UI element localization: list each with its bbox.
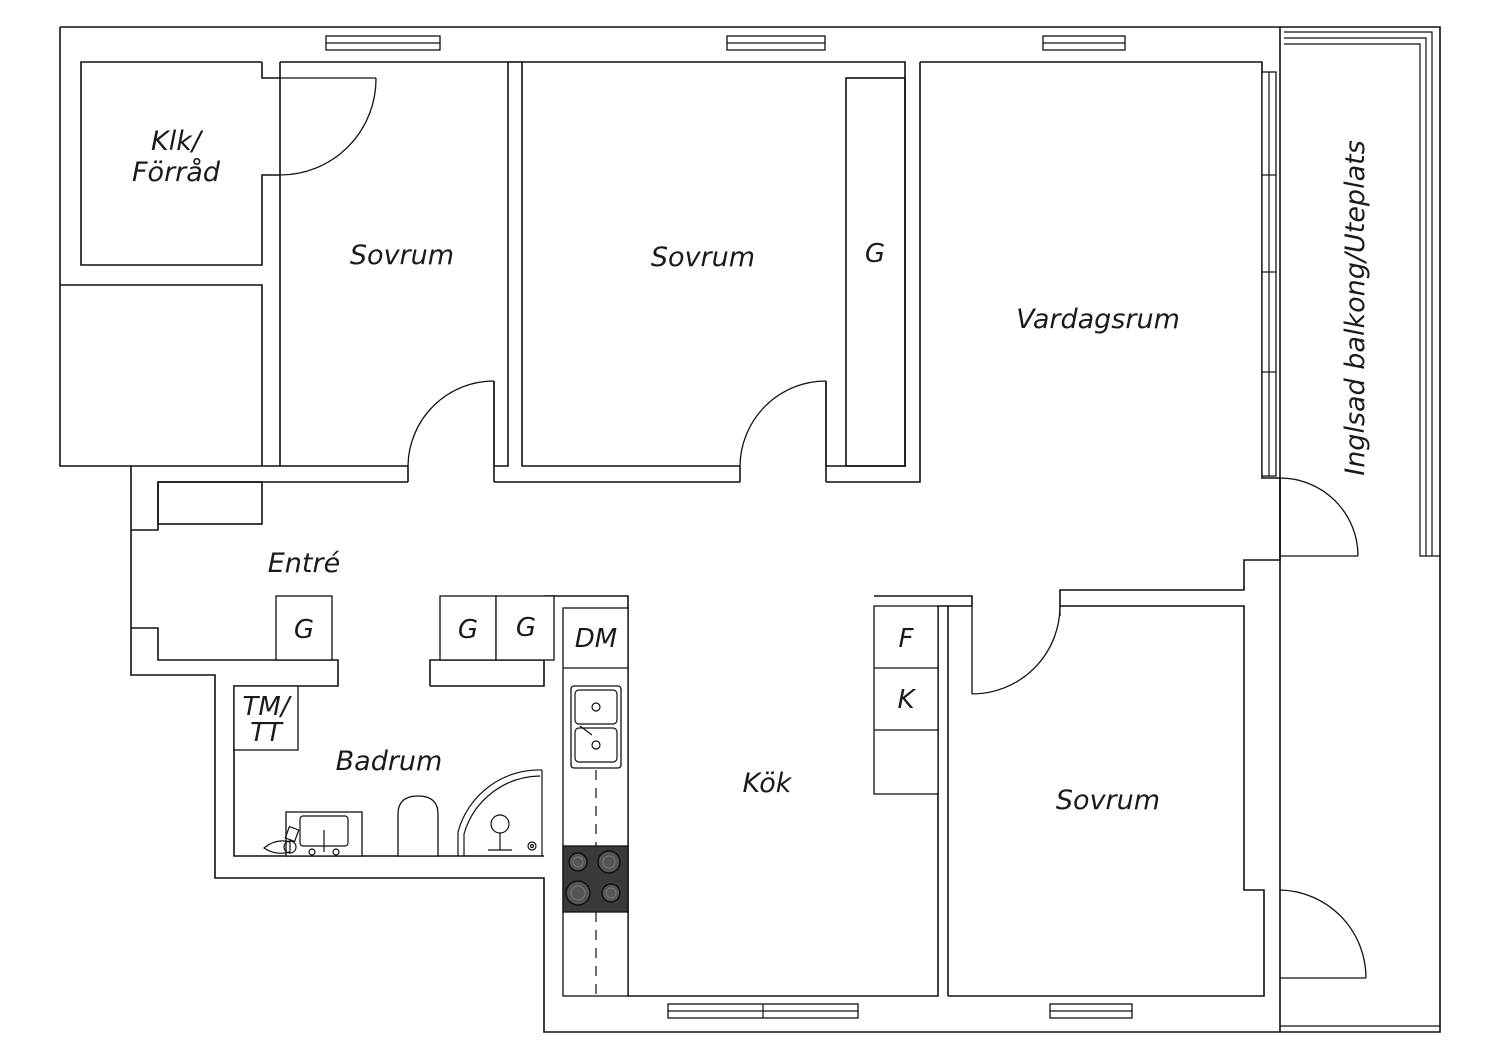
kitchen-label: Kök	[743, 768, 793, 799]
closet-room	[80, 61, 280, 266]
door-bedroom-2	[739, 380, 827, 467]
door-bedroom-1	[407, 380, 495, 467]
corridor-walls	[131, 62, 921, 661]
window-bedroom-1	[325, 35, 441, 51]
closet-label-line-1: Klk/	[151, 126, 204, 157]
laundry-label-line-1: TM/	[242, 692, 292, 722]
window-bedroom-3	[1049, 1003, 1133, 1019]
window-kitchen	[667, 1003, 859, 1019]
bedroom-1-label: Sovrum	[350, 240, 454, 271]
shower	[457, 769, 543, 856]
bedroom-1-walls	[279, 61, 509, 482]
window-bedroom-2	[726, 35, 826, 51]
door-balcony-2	[1279, 889, 1367, 979]
window-living-room	[1042, 35, 1126, 51]
entrance-label: Entré	[268, 548, 340, 579]
door-closet	[279, 77, 377, 176]
outer-walls	[59, 26, 1441, 1033]
entrance-wardrobes	[275, 595, 555, 661]
bedroom-2-label: Sovrum	[651, 242, 755, 273]
freezer-label: K	[897, 685, 916, 715]
door-balcony-1	[1279, 477, 1359, 557]
bathroom-label: Badrum	[336, 746, 443, 777]
wardrobe-label-bedroom-2: G	[865, 239, 885, 269]
living-room-walls	[874, 61, 1281, 997]
living-room-east-window	[1261, 71, 1277, 477]
door-bedroom-3	[971, 605, 1061, 695]
wardrobe-label-entrance-1: G	[294, 615, 314, 645]
wardrobe-label-entrance-2: G	[458, 615, 478, 645]
bedroom-3-label: Sovrum	[1056, 785, 1160, 816]
laundry-label-line-2: TT	[250, 718, 284, 748]
wardrobe-label-entrance-3: G	[516, 613, 536, 643]
fridge-label: F	[899, 624, 915, 654]
dishwasher-label: DM	[575, 624, 617, 654]
closet-label-line-2: Förråd	[132, 157, 221, 188]
bathroom-sink	[262, 811, 363, 857]
toilet	[397, 795, 439, 857]
living-room-label: Vardagsrum	[1016, 304, 1180, 335]
balcony-walls	[1279, 27, 1440, 1032]
stove	[562, 845, 629, 913]
balcony-label: Inglsad balkong/Uteplats	[1340, 140, 1371, 476]
kitchen-sink	[570, 685, 622, 769]
